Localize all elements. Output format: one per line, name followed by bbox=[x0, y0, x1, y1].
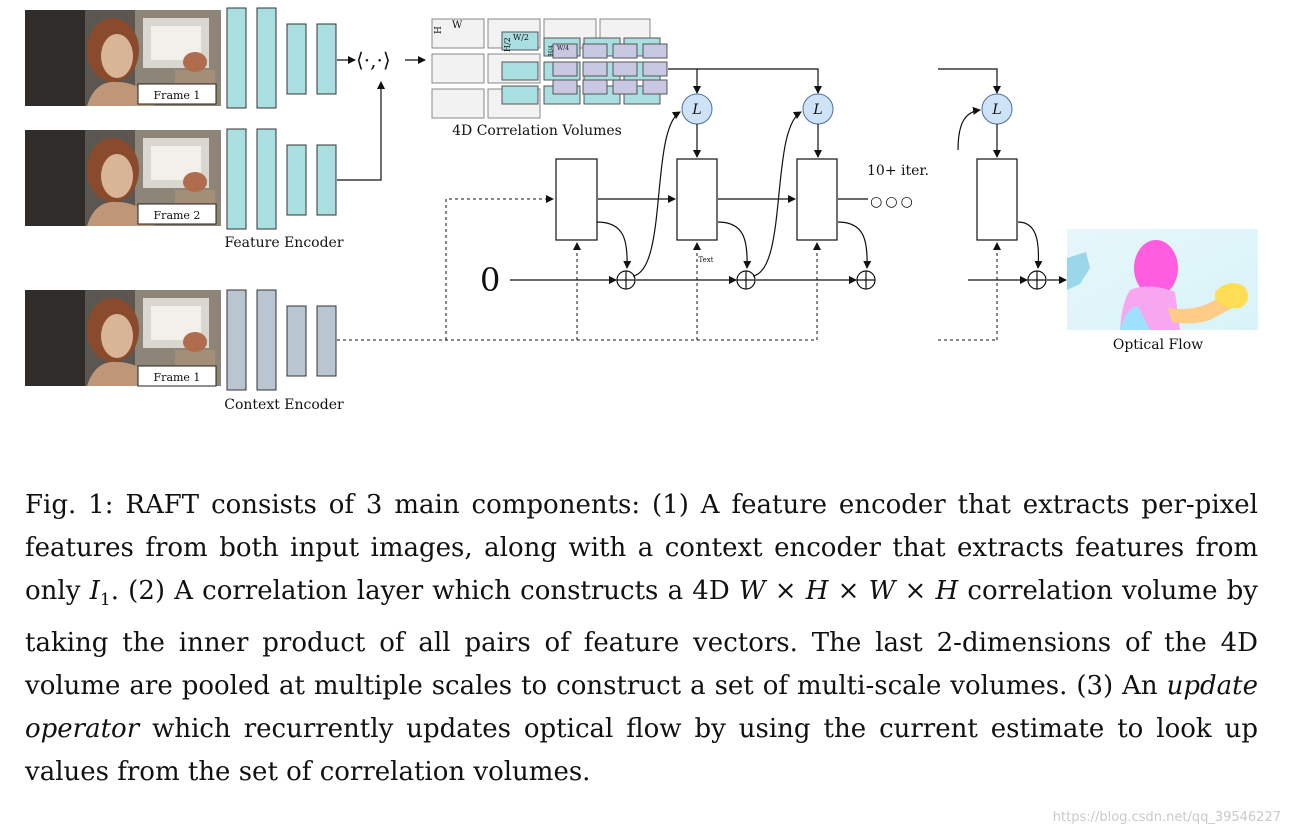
caption-part-2: . (2) A correlation layer which construc… bbox=[110, 576, 739, 606]
inner-product-symbol: ⟨·,·⟩ bbox=[356, 48, 391, 72]
watermark: https://blog.csdn.net/qq_39546227 bbox=[1052, 810, 1281, 825]
iteration-ellipsis: ○○○ bbox=[870, 194, 916, 210]
lookup-3: L bbox=[981, 93, 1013, 125]
frame-image-2: Frame 2 bbox=[25, 130, 221, 226]
frame-label-box bbox=[137, 83, 217, 105]
dim-h-label: H bbox=[434, 26, 444, 34]
dim-h2-label: H/2 bbox=[503, 37, 512, 52]
frame-2-label: Frame 2 bbox=[154, 209, 201, 222]
update-block-2 bbox=[796, 158, 838, 241]
frame-image-1: Frame 1 bbox=[25, 10, 221, 106]
dim-h4-label: H/4 bbox=[548, 45, 555, 56]
lookup-3-label: L bbox=[991, 102, 1001, 118]
lookup-2: L bbox=[802, 93, 834, 125]
delta-curve-2 bbox=[837, 221, 872, 269]
iteration-label: 10+ iter. bbox=[867, 163, 929, 179]
dim-w-label: W bbox=[452, 20, 463, 31]
small-text-label: Text bbox=[698, 256, 713, 264]
caption-math-dims: W × H × W × H bbox=[738, 576, 959, 606]
frame-3-label: Frame 1 bbox=[154, 371, 201, 384]
update-block-last bbox=[976, 158, 1018, 241]
caption-part-3: correlation volume by taking the inner p… bbox=[25, 576, 1258, 702]
context-encoder-label: Context Encoder bbox=[224, 397, 344, 413]
lookup-1-label: L bbox=[691, 102, 701, 118]
lookup-1: L bbox=[681, 93, 713, 125]
zero-initial-flow: 0 bbox=[480, 261, 500, 299]
feature-encoder-bottom bbox=[226, 128, 337, 230]
caption-math-sub: 1 bbox=[99, 590, 111, 611]
context-encoder bbox=[226, 289, 337, 391]
lookup-2-label: L bbox=[812, 102, 822, 118]
dim-w4-label: W/4 bbox=[557, 45, 569, 52]
correlation-volumes: H W H/2 W/2 H/4 W/4 bbox=[431, 18, 668, 119]
delta-curve-1 bbox=[717, 221, 752, 269]
caption-part-4: which recurrently updates optical flow b… bbox=[25, 714, 1258, 788]
corr-to-lookup-last-line bbox=[938, 68, 1001, 94]
feature-encoder-top bbox=[226, 7, 337, 109]
frame-label-box bbox=[137, 203, 217, 225]
optical-flow-label: Optical Flow bbox=[1113, 337, 1203, 353]
delta-curve-0 bbox=[596, 221, 632, 269]
correlation-label: 4D Correlation Volumes bbox=[452, 123, 622, 139]
feature2-to-product-arrow bbox=[337, 81, 385, 181]
frame-1-label: Frame 1 bbox=[154, 89, 201, 102]
update-block-1 bbox=[676, 158, 718, 241]
delta-curve-last bbox=[1017, 221, 1043, 269]
raft-architecture-diagram: Frame 1 Frame 2 Frame 1 Feature Encoder … bbox=[25, 7, 1258, 413]
update-block-0 bbox=[555, 158, 598, 241]
flow-feedback-2 bbox=[752, 111, 802, 277]
feature-encoder-label: Feature Encoder bbox=[224, 235, 343, 251]
frame-image-3: Frame 1 bbox=[25, 290, 221, 387]
frame-label-box bbox=[137, 365, 217, 387]
corr-to-lookup-line bbox=[668, 68, 822, 94]
optical-flow-output bbox=[1067, 229, 1258, 330]
caption-emphasis: update operator bbox=[25, 671, 1258, 745]
context-dashed-lines bbox=[337, 195, 1001, 341]
figure-caption: Fig. 1: RAFT consists of 3 main componen… bbox=[25, 484, 1258, 794]
flow-feedback-1 bbox=[632, 111, 681, 277]
caption-math-i: I bbox=[89, 576, 100, 606]
dim-w2-label: W/2 bbox=[513, 33, 529, 42]
add-nodes bbox=[616, 270, 1047, 290]
flow-feedback-last bbox=[957, 106, 981, 151]
caption-part-1: Fig. 1: RAFT consists of 3 main componen… bbox=[25, 490, 1258, 606]
